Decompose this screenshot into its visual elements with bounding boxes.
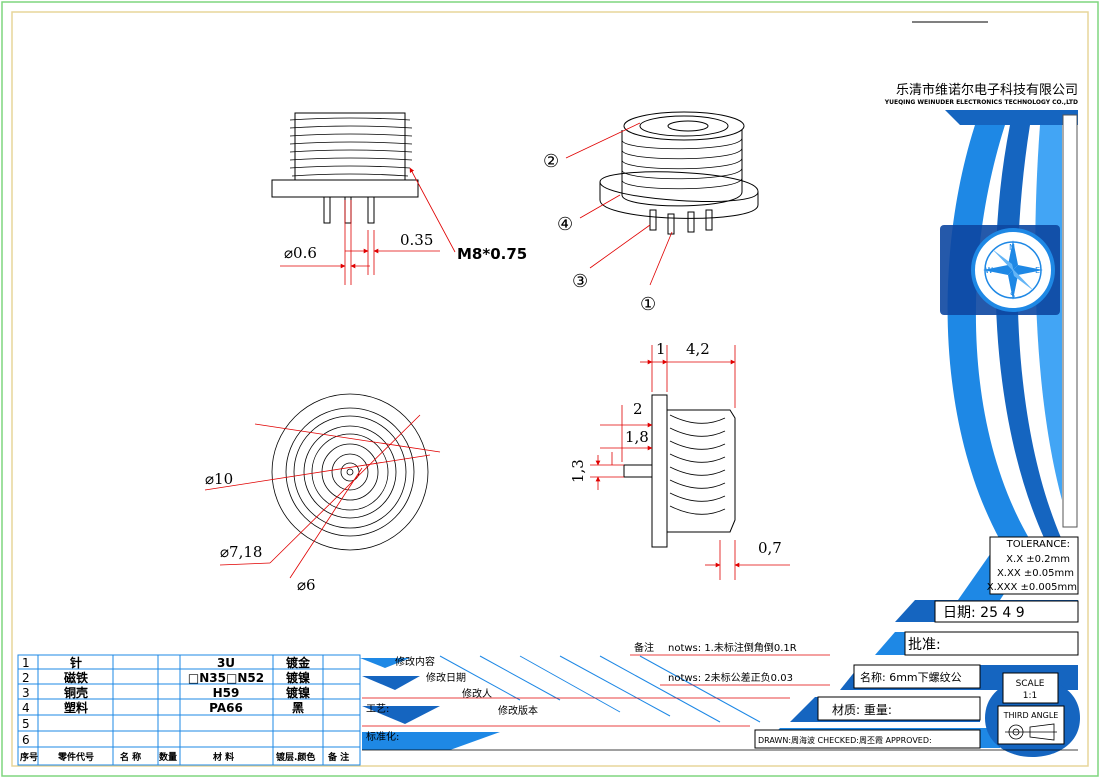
bom-header-material: 材 料 — [212, 751, 234, 763]
signoff: DRAWN:周海波 CHECKED:周丕霞 APPROVED: — [758, 735, 932, 745]
dim-w07: 0,7 — [758, 539, 782, 557]
rev-date: 修改日期 — [426, 671, 466, 684]
dim-w2: 2 — [633, 400, 643, 418]
dim-w42: 4,2 — [686, 340, 710, 358]
scale-badge: SCALE 1:1 THIRD ANGLE — [985, 672, 1080, 757]
notes-label: 备注 — [634, 641, 654, 654]
dim-gap: 0.35 — [400, 231, 433, 249]
dim-w1: 1 — [656, 340, 666, 358]
bom-finish: 黑 — [292, 701, 304, 715]
bom-material: 3U — [217, 656, 235, 670]
bom-material: PA66 — [209, 701, 243, 715]
material-weight: 材质: 重量: — [832, 703, 892, 717]
tolerance-box: TOLERANCE: X.X ±0.2mm X.XX ±0.05mm X.XXX… — [987, 536, 1079, 595]
part-name: 名称: 6mm下螺纹公 — [860, 670, 962, 684]
bom-header-qty: 数量 — [159, 751, 177, 763]
dim-d718: ⌀7,18 — [220, 543, 262, 561]
bom-name: 磁铁 — [63, 670, 88, 685]
bom-material: H59 — [213, 686, 240, 700]
rev-standard: 标准化: — [366, 730, 399, 743]
dim-d6: ⌀6 — [297, 576, 316, 594]
third-angle-label: THIRD ANGLE — [1003, 711, 1059, 720]
dim-d10: ⌀10 — [205, 470, 233, 488]
bom-finish: 镀金 — [286, 655, 311, 670]
bom-name: 针 — [70, 655, 82, 670]
top-view-drawing — [271, 393, 429, 551]
bom-finish: 镀镍 — [286, 685, 310, 700]
bom-header-finish: 镀层.颜色 — [276, 751, 315, 763]
tolerance-x1: X.X ±0.2mm — [1006, 554, 1070, 565]
note-2: notws: 2未标公差正负0.03 — [668, 671, 793, 684]
bom-no: 1 — [22, 656, 30, 670]
front-view-drawing — [623, 394, 736, 548]
dim-w18: 1,8 — [625, 428, 649, 446]
bom-header-name: 名 称 — [120, 751, 141, 763]
bom-no: 4 — [22, 701, 30, 715]
bom-no: 2 — [22, 671, 30, 685]
bom-rows: 1 针 3U 镀金 2 磁铁 □N35□N52 镀镍 3 铜壳 H59 镀镍 4… — [22, 655, 311, 747]
side-view-dimensions — [280, 167, 456, 285]
bom-name: 塑料 — [64, 700, 88, 715]
date-field: 日期: 25 4 9 — [943, 605, 1025, 621]
bom-no: 3 — [22, 686, 30, 700]
bom-header-no: 序号 — [20, 751, 38, 763]
company-name-cn: 乐清市维诺尔电子科技有限公司 — [896, 82, 1078, 98]
dim-pin-dia: ⌀0.6 — [284, 244, 317, 262]
bom-header-code: 零件代号 — [57, 751, 94, 763]
iso-view-leaders — [565, 122, 673, 286]
compass-w: W — [985, 266, 993, 275]
callout-2: ② — [543, 151, 559, 172]
bom-finish: 镀镍 — [286, 670, 310, 685]
dim-thread: M8*0.75 — [457, 245, 527, 263]
compass-rose-icon: N E S W — [971, 228, 1055, 312]
bom-no: 5 — [22, 717, 30, 731]
compass-s: S — [1010, 291, 1015, 300]
tolerance-x3: X.XXX ±0.005mm — [987, 582, 1077, 593]
notes: 备注 notws: 1.未标注倒角倒0.1R notws: 2未标公差正负0.0… — [630, 641, 830, 686]
compass-n: N — [1009, 243, 1015, 252]
dim-h13: 1,3 — [569, 459, 587, 483]
callout-3: ③ — [572, 271, 588, 292]
front-view-dimensions — [590, 345, 790, 580]
tolerance-x2: X.XX ±0.05mm — [997, 568, 1074, 579]
bom-table — [17, 654, 361, 766]
bom-material: □N35□N52 — [188, 671, 264, 685]
tolerance-title: TOLERANCE: — [1006, 539, 1070, 550]
rev-person: 修改人 — [462, 687, 492, 700]
bom-no: 6 — [22, 733, 30, 747]
rev-content: 修改内容 — [395, 655, 435, 668]
note-1: notws: 1.未标注倒角倒0.1R — [668, 641, 797, 654]
bom-name: 铜壳 — [64, 685, 88, 700]
top-view-dimensions — [204, 414, 441, 579]
revision-area — [362, 697, 1078, 751]
scale-label: SCALE — [1016, 679, 1045, 689]
third-angle-icon — [1005, 723, 1057, 741]
scale-value: 1:1 — [1023, 691, 1037, 701]
approve-field: 批准: — [908, 637, 941, 653]
bom-header: 序号 零件代号 名 称 数量 材 料 镀层.颜色 备 注 — [20, 751, 349, 763]
iso-view-drawing — [599, 111, 759, 235]
callout-1: ① — [640, 294, 656, 315]
company-name-en: YUEQING WEINUDER ELECTRONICS TECHNOLOGY … — [884, 99, 1078, 106]
bom-header-remark: 备 注 — [327, 751, 349, 763]
compass-e: E — [1035, 266, 1040, 275]
rev-version: 修改版本 — [498, 704, 538, 717]
rev-process: 工艺: — [366, 703, 389, 715]
callout-4: ④ — [557, 214, 573, 235]
side-view-drawing — [271, 112, 419, 224]
